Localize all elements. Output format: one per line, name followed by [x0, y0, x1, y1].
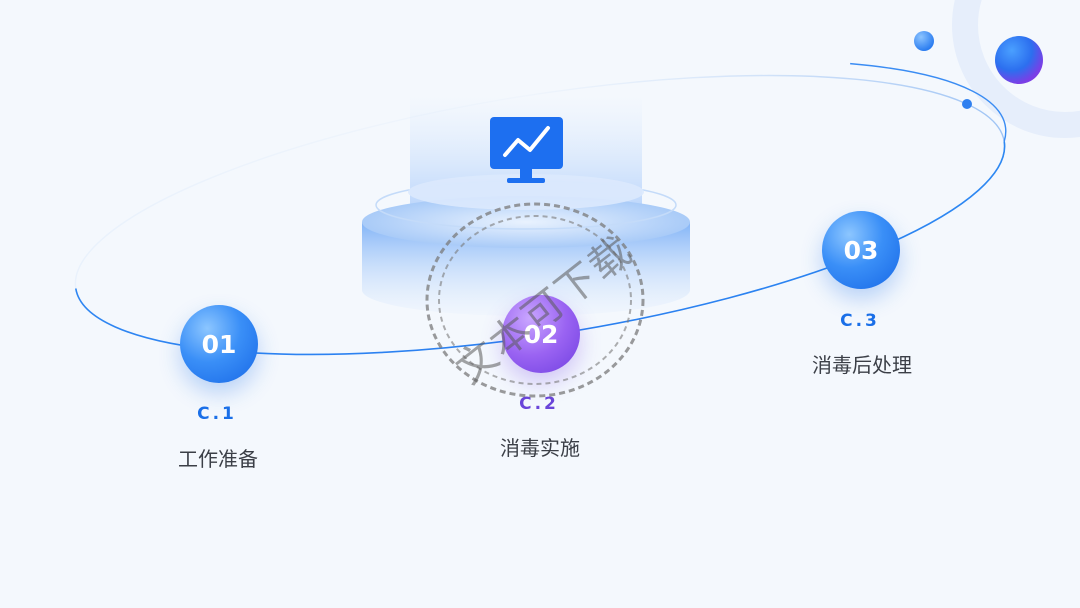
step-2-circle: 02 — [502, 295, 580, 373]
step-1-number: 01 — [201, 329, 237, 359]
decor-ball-small — [914, 31, 934, 51]
decor-ring — [952, 0, 1080, 138]
step-2-number: 02 — [523, 319, 559, 349]
monitor-chart-icon — [490, 117, 563, 183]
decor-ball-large — [995, 36, 1043, 84]
step-1-label: 工作准备 — [178, 447, 258, 471]
stamp-ring-icon — [425, 202, 645, 398]
step-1-code: C.1 — [197, 404, 237, 424]
step-1-circle: 01 — [180, 305, 258, 383]
step-3-number: 03 — [843, 235, 879, 265]
step-3-circle: 03 — [822, 211, 900, 289]
orbit-right — [850, 62, 1007, 142]
step-3-label: 消毒后处理 — [812, 353, 912, 377]
watermark-stamp: 文本可下载 — [415, 192, 655, 412]
step-2-label: 消毒实施 — [500, 436, 580, 460]
step-2-code: C.2 — [519, 394, 559, 414]
decor-ball-dot — [962, 99, 972, 109]
step-3-code: C.3 — [840, 311, 880, 331]
